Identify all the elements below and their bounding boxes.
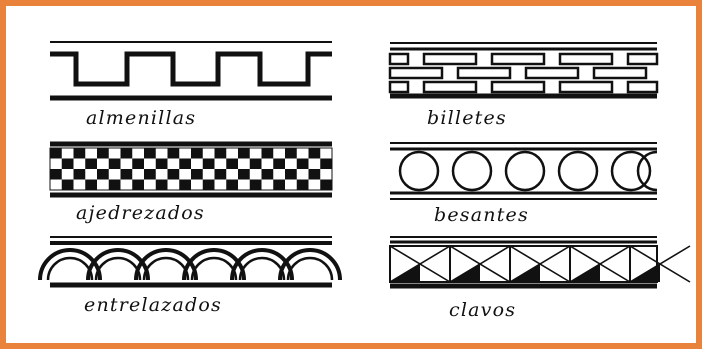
besantes-pattern bbox=[390, 142, 658, 200]
ajedrezados-pattern bbox=[49, 141, 333, 198]
caption-almenillas: almenillas bbox=[86, 107, 197, 129]
clavos-pattern bbox=[389, 236, 691, 289]
caption-billetes: billetes bbox=[427, 107, 507, 129]
caption-ajedrezados: ajedrezados bbox=[76, 202, 205, 224]
caption-besantes: besantes bbox=[434, 204, 529, 226]
caption-clavos: clavos bbox=[449, 299, 517, 321]
billetes-pattern bbox=[388, 42, 659, 99]
entrelazados-pattern bbox=[38, 236, 342, 288]
almenillas-pattern bbox=[50, 41, 332, 101]
caption-entrelazados: entrelazados bbox=[84, 294, 222, 316]
